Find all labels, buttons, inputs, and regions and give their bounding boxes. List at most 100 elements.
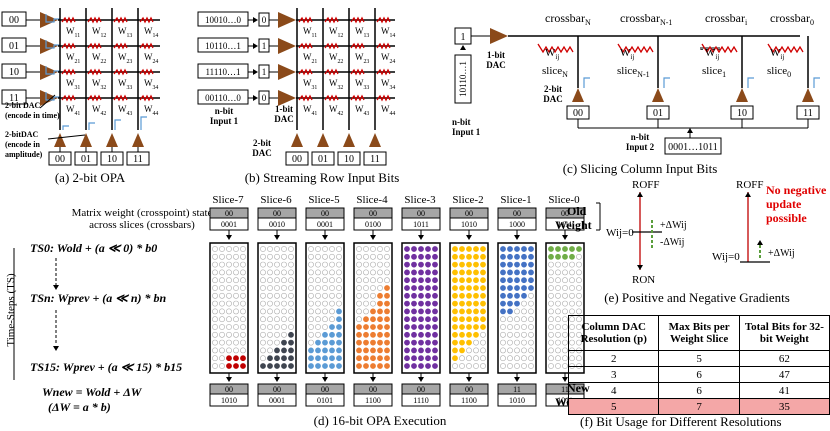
matrix-dot [308,331,314,338]
matrix-dot [315,324,321,330]
matrix-dot [562,355,568,362]
matrix-dot [329,308,335,315]
matrix-dot [260,300,266,307]
weight-arrow [274,377,280,382]
matrix-dot [370,292,376,299]
weight-label: W22 [92,52,106,65]
dac-triangle [40,64,58,80]
matrix-dot [377,347,383,354]
bus-arrow [687,128,693,133]
matrix-dot [267,261,273,268]
matrix-dot [384,285,390,291]
matrix-dot [432,285,438,291]
matrix-dot [288,285,294,291]
matrix-dot [418,300,424,307]
matrix-dot [514,355,520,362]
column-input-label: 01 [318,154,328,165]
weight-arrow [226,235,232,240]
matrix-dot [432,246,438,252]
matrix-dot [281,246,287,252]
matrix-dot [466,300,472,307]
matrix-dot [528,347,534,354]
matrix-dot [548,269,554,276]
weight-label: W34 [381,78,395,91]
matrix-dot [363,363,369,369]
matrix-dot [569,300,575,307]
dac-triangle [278,12,296,28]
matrix-dot [377,363,383,369]
matrix-dot [329,324,335,330]
table-cell: 7 [658,398,740,415]
matrix-dot [308,363,314,369]
matrix-dot [562,347,568,354]
matrix-dot [274,308,280,315]
matrix-dot [425,339,431,346]
matrix-dot [219,355,225,362]
resistor-zigzag [298,42,313,50]
matrix-dot [562,316,568,323]
matrix-dot [562,300,568,307]
matrix-dot [528,331,534,338]
matrix-dot [240,308,246,315]
new-weight-top [209,383,249,395]
matrix-dot [384,316,390,323]
matrix-dot [432,269,438,276]
matrix-dot [377,355,383,362]
ellipsis: - - - - [700,44,721,55]
old-weight-top [449,207,489,219]
amplitude-encode-icon [88,122,95,130]
matrix-dot [514,308,520,315]
table-cell: 2 [567,350,660,367]
matrix-dot [212,269,218,276]
caption-d: (d) 16-bit OPA Execution [314,413,447,428]
matrix-dot [219,331,225,338]
matrix-dot [480,339,486,346]
matrix-dot [329,277,335,284]
matrix-dot [370,339,376,346]
matrix-dot [315,261,321,268]
matrix-dot [466,331,472,338]
weight-label: W41 [66,104,80,117]
crossbar-label: crossbar0 [770,11,814,27]
matrix-dot [308,339,314,346]
column-input-label: 00 [292,154,302,165]
matrix-dot [500,363,506,369]
matrix-dot [336,316,342,323]
resistor-zigzag [324,16,339,24]
matrix-dot [507,339,513,346]
matrix-dot [308,261,314,268]
dac-triangle [278,64,296,80]
matrix-dot [500,339,506,346]
weight-arrow [322,377,328,382]
matrix-dot [267,292,273,299]
matrix-dot [356,261,362,268]
row-input-label: 00 [9,15,19,26]
matrix-dot [315,316,321,323]
matrix-dot [459,339,465,346]
matrix-dot [562,261,568,268]
matrix-dot [322,300,328,307]
matrix-dot [212,331,218,338]
stream-box [454,54,472,104]
matrix-dot [404,324,410,330]
matrix-dot [288,355,294,362]
matrix-dot [336,324,342,330]
matrix-dot [336,292,342,299]
matrix-dot [418,331,424,338]
matrix-dot [288,316,294,323]
matrix-dot [329,285,335,291]
table-header-row: Column DAC Resolution (p) Max Bits per W… [567,315,830,351]
matrix-dot [425,269,431,276]
matrix-dot [260,363,266,369]
crossbar-label: crossbarN [545,11,591,27]
matrix-dot [240,347,246,354]
column-dac-triangle [652,88,664,102]
weight-label: W23 [118,52,132,65]
matrix-dot [363,285,369,291]
matrix-dot [240,324,246,330]
twobit-label: 2-bit [253,138,271,148]
weight-label: W11 [66,26,80,39]
matrix-dot [233,277,239,284]
matrix-dot [336,308,342,315]
